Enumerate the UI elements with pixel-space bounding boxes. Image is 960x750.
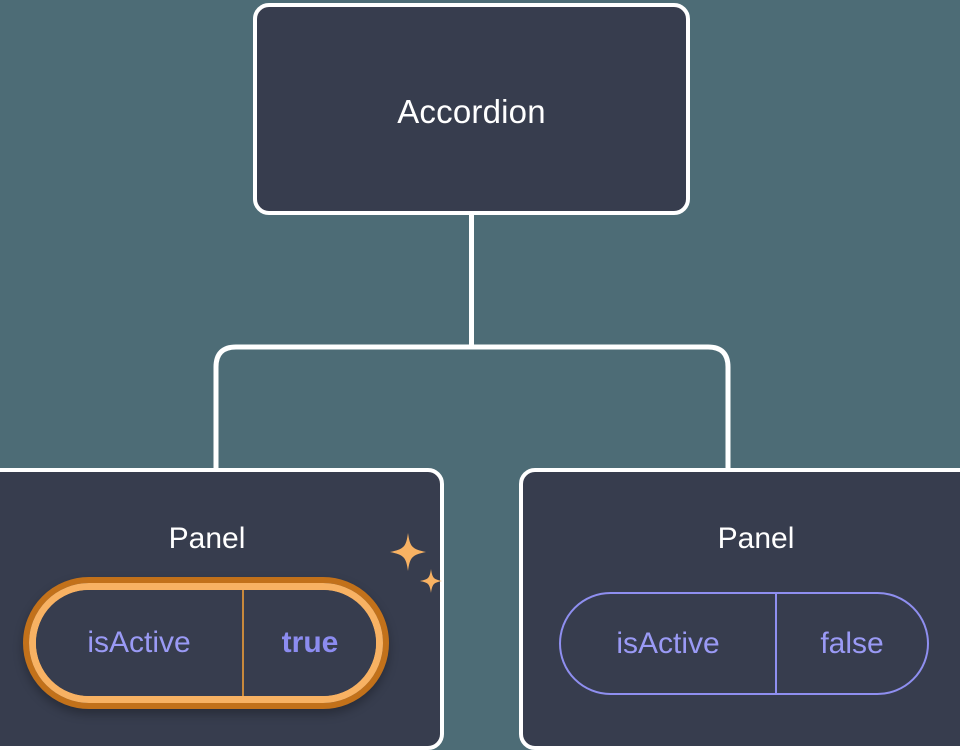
pill-ring-outer bbox=[23, 577, 389, 709]
pill-ring-inner bbox=[29, 583, 383, 703]
node-label-accordion: Accordion bbox=[397, 93, 546, 130]
prop-value-label: false bbox=[820, 626, 884, 660]
prop-key-label: isActive bbox=[36, 590, 244, 696]
prop-value-label: true bbox=[281, 626, 339, 659]
component-tree-canvas: Accordion Panel isActive true Panel isAc… bbox=[0, 3, 960, 750]
node-label-panel-active: Panel bbox=[168, 522, 246, 555]
tree-node-accordion[interactable]: Accordion bbox=[253, 3, 690, 215]
pill-body: isActive true bbox=[36, 590, 376, 696]
prop-pill-isactive-true[interactable]: isActive true bbox=[23, 577, 389, 709]
prop-pill-isactive-false[interactable]: isActive false bbox=[559, 592, 929, 695]
tree-node-panel-active[interactable]: Panel isActive true bbox=[0, 468, 444, 750]
tree-node-panel-inactive[interactable]: Panel isActive false bbox=[519, 468, 960, 750]
node-label-panel-inactive: Panel bbox=[717, 522, 795, 555]
connector-branch-bar bbox=[213, 344, 731, 468]
prop-key-label: isActive bbox=[561, 594, 777, 693]
